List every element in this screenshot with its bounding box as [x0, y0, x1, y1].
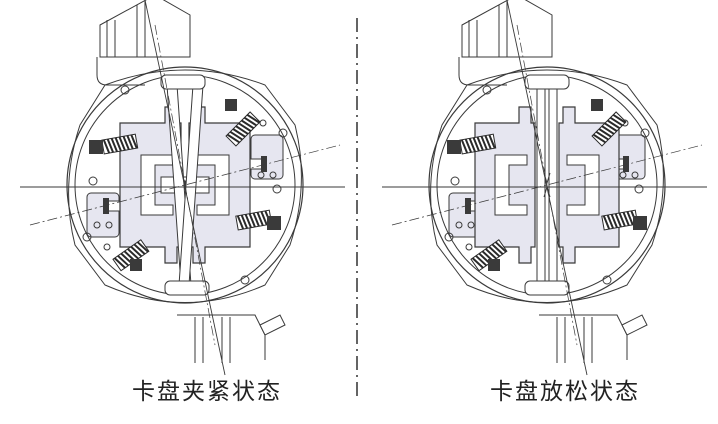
chuck-released-diagram: [382, 0, 707, 376]
left-caption: 卡盘夹紧状态: [132, 379, 282, 405]
right-caption: 卡盘放松状态: [490, 379, 640, 405]
chuck-clamped-diagram: [20, 0, 345, 376]
